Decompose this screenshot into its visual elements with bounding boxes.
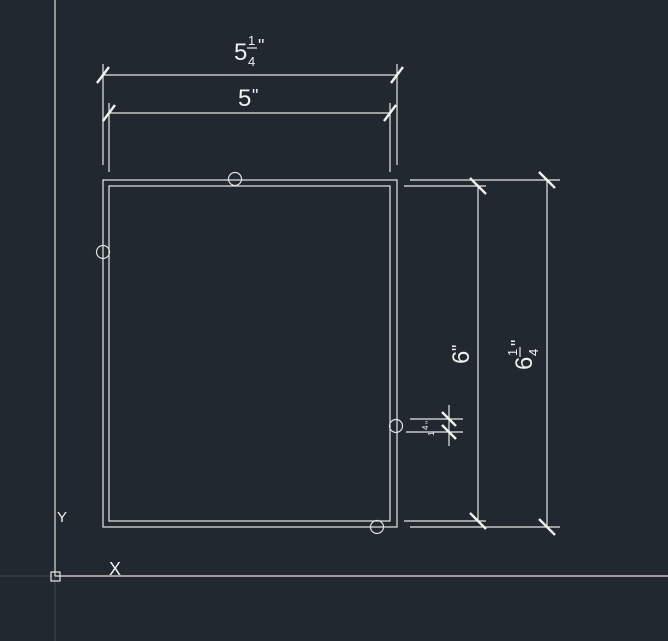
tick-mark [102,104,116,122]
tick-mark [441,424,457,440]
tick-mark [96,66,110,84]
tick-mark [441,411,457,427]
dim-text-unit: " [258,36,264,56]
tick-mark [383,104,397,122]
dim-text-whole: 5 [238,85,251,112]
tick-mark [538,171,556,189]
ucs-origin-box [50,571,61,582]
dim-text-den: 4 [526,349,541,356]
dim-text-unit: " [508,340,528,346]
outer-rectangle[interactable] [102,179,398,528]
dim-text-unit: " [252,86,258,106]
dim-text-unit: " [449,345,469,351]
ucs-icon: Y X [50,0,668,582]
dim-text-den: 4 [421,425,430,430]
dimension-outer-height[interactable]: 6 1 4 " [410,171,560,536]
dimension-outer-width[interactable]: 5 1 4 " [96,33,404,165]
dimension-inner-height[interactable]: 6 " [404,177,487,530]
dim-text-whole: 5 [234,39,247,66]
dim-text-num: 1 [248,33,255,48]
dimension-wall-thickness[interactable]: 1 4 " [406,405,463,446]
inner-rectangle[interactable] [108,185,391,522]
grip-handle[interactable] [227,171,243,187]
dim-text-num: 1 [505,349,520,356]
tick-mark [390,66,404,84]
grip-handle[interactable] [95,244,111,260]
tick-mark [469,512,487,530]
dimension-inner-width[interactable]: 5 " [102,85,397,172]
dim-text-whole: 6 [511,357,538,370]
grip-handle[interactable] [369,519,385,535]
dim-text-den: 4 [248,54,255,69]
dim-text-whole: 6 [448,351,475,364]
ucs-y-label: Y [57,509,67,526]
tick-mark [538,518,556,536]
dim-text-num: 1 [427,431,436,436]
ucs-x-label: X [109,559,121,579]
grip-handle[interactable] [388,418,404,434]
tick-mark [469,177,487,195]
dim-text-unit: " [424,421,434,424]
